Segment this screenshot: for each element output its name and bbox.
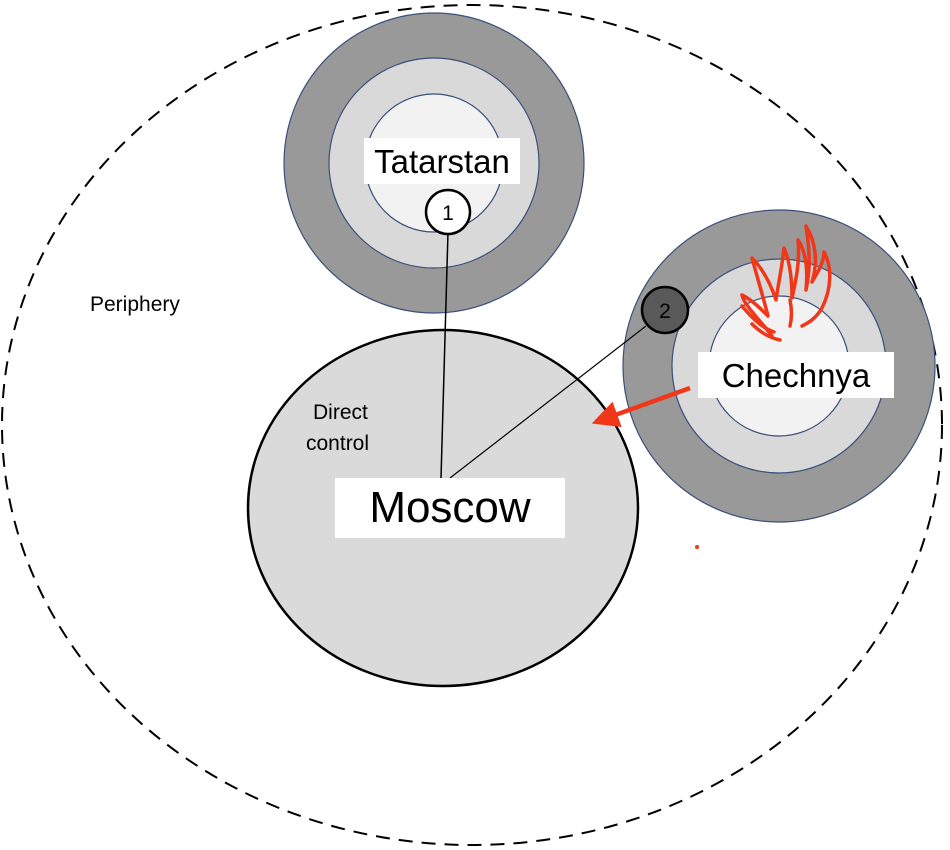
tatarstan-label-box <box>364 138 520 184</box>
tatarstan-label: Tatarstan <box>374 143 510 180</box>
periphery-label: Periphery <box>90 293 180 316</box>
chechnya-label-box <box>698 352 894 398</box>
chechnya-label: Chechnya <box>722 357 871 394</box>
direct-control-label-line1: Direct <box>313 401 368 424</box>
red-dot <box>695 545 699 549</box>
marker-1-number: 1 <box>442 202 454 225</box>
marker-1-circle <box>424 188 472 236</box>
marker-1: 1 <box>424 188 472 236</box>
pressure-arrow <box>591 385 691 428</box>
connector-line-chechnya <box>449 325 647 479</box>
periphery-boundary <box>1 4 943 846</box>
flame-icon <box>740 224 832 342</box>
marker-2: 2 <box>640 285 690 335</box>
direct-control-label-line2: control <box>306 432 369 455</box>
moscow-label-box <box>335 478 565 538</box>
moscow-label: Moscow <box>369 483 531 532</box>
connector-line-tatarstan <box>440 231 449 479</box>
marker-2-circle <box>640 285 690 335</box>
marker-2-number: 2 <box>659 300 671 323</box>
